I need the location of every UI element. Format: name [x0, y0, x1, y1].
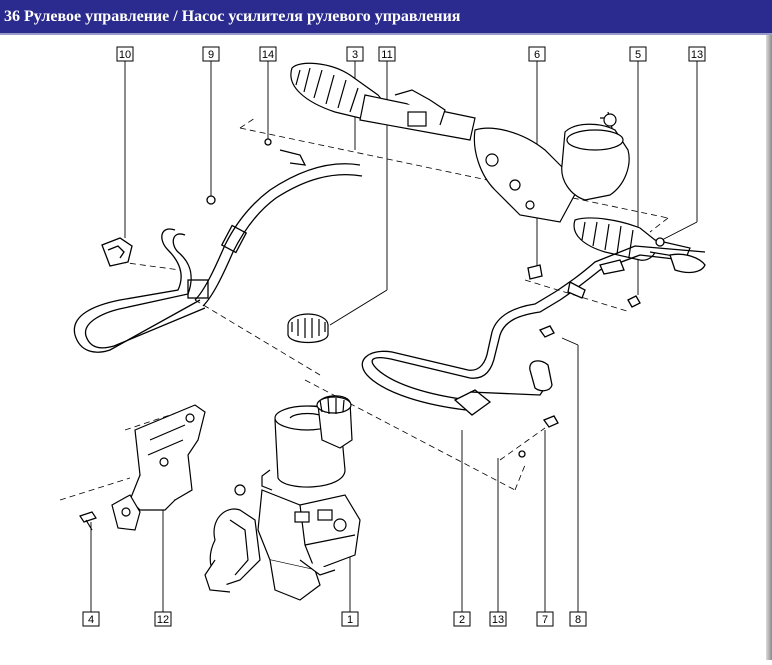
steering-rack [290, 62, 691, 261]
callout-1: 1 [341, 611, 359, 627]
hose-right [264, 138, 706, 458]
callout-5: 5 [629, 46, 647, 62]
callout-11: 11 [378, 46, 396, 62]
callout-12: 12 [154, 611, 172, 627]
svg-text:11: 11 [381, 49, 392, 61]
svg-text:10: 10 [119, 49, 131, 61]
svg-text:9: 9 [208, 49, 214, 61]
callout-6: 6 [528, 46, 546, 62]
svg-text:3: 3 [352, 49, 358, 61]
svg-text:14: 14 [262, 49, 274, 61]
mounting-bracket [111, 404, 206, 531]
svg-text:6: 6 [534, 49, 540, 61]
svg-text:13: 13 [492, 614, 504, 626]
window-title: 36 Рулевое управление / Насос усилителя … [0, 0, 772, 33]
svg-text:8: 8 [575, 614, 581, 626]
svg-text:5: 5 [635, 49, 641, 61]
window-frame-right [766, 35, 772, 660]
callout-9: 9 [202, 46, 220, 62]
callout-10: 10 [116, 46, 134, 62]
callout-13-top: 13 [688, 46, 706, 62]
hose-left [73, 149, 363, 353]
svg-text:2: 2 [459, 614, 465, 626]
callout-7: 7 [536, 611, 554, 627]
callout-labels: 10 9 14 3 11 6 5 13 [82, 46, 706, 627]
title-divider [0, 33, 772, 35]
callout-13-bottom: 13 [489, 611, 507, 627]
callout-14: 14 [259, 46, 277, 62]
bolt-4 [79, 511, 97, 531]
pump-assembly [204, 395, 361, 601]
callout-3: 3 [346, 46, 364, 62]
svg-text:1: 1 [347, 614, 353, 626]
callout-4: 4 [82, 611, 100, 627]
callout-8: 8 [569, 611, 587, 627]
svg-text:4: 4 [88, 614, 94, 626]
svg-text:12: 12 [157, 614, 169, 626]
diagram-canvas: 10 9 14 3 11 6 5 13 [0, 35, 766, 660]
reservoir-cap [287, 313, 329, 344]
steering-pump-diagram: 10 9 14 3 11 6 5 13 [59, 46, 706, 627]
svg-text:7: 7 [542, 614, 548, 626]
callout-2: 2 [453, 611, 471, 627]
svg-text:13: 13 [691, 49, 703, 61]
